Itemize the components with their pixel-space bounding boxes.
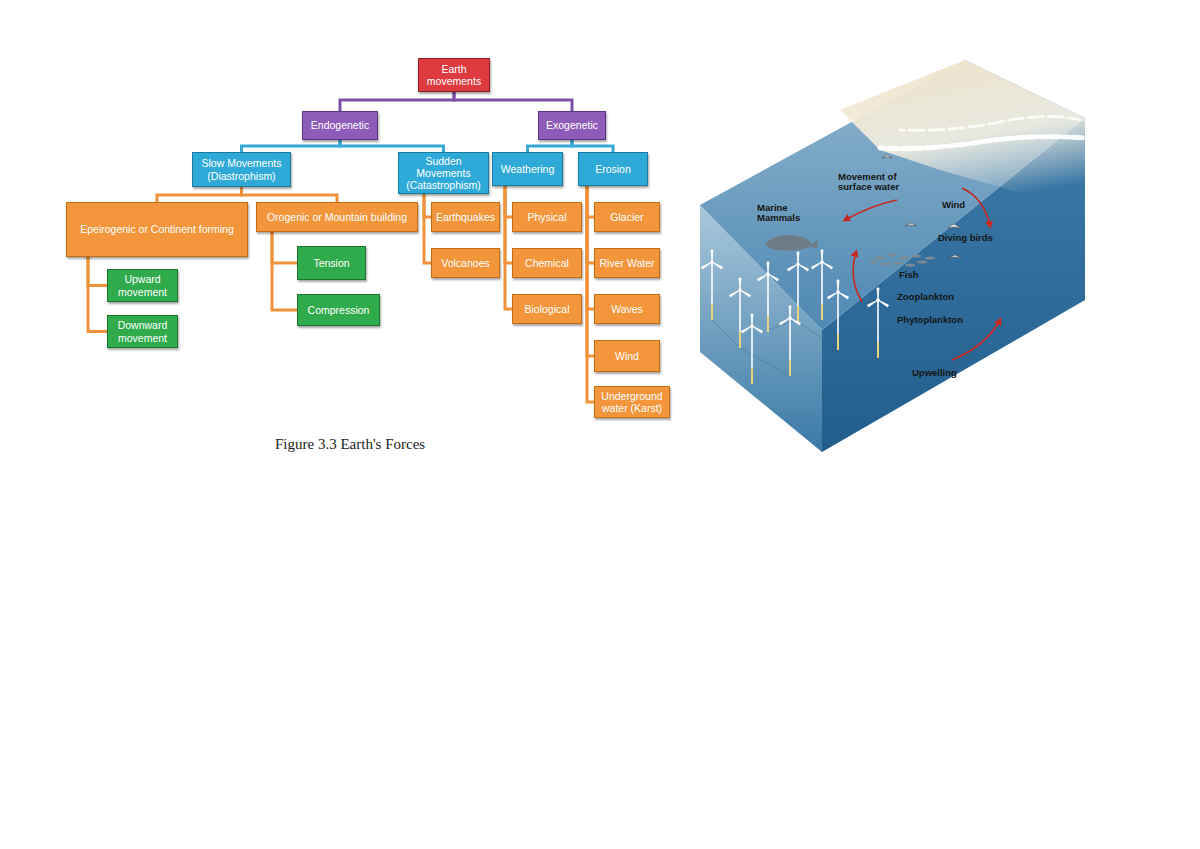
root-box: Earth movements bbox=[418, 58, 490, 92]
box-text-group: Wind bbox=[615, 350, 639, 362]
box-text-group: Exogenetic bbox=[546, 119, 598, 131]
box-label: River Water bbox=[599, 257, 654, 269]
process-box: Compression bbox=[297, 294, 380, 326]
box-text-group: Epeirogenic or Continent forming bbox=[80, 223, 234, 235]
tree-connector bbox=[572, 140, 613, 152]
box-text-group: Underground water (Karst) bbox=[599, 390, 665, 414]
process-box: Downward movement bbox=[107, 315, 178, 348]
process-box: Wind bbox=[594, 340, 660, 372]
box-label: Epeirogenic or Continent forming bbox=[80, 223, 234, 235]
box-text-group: Upward movement bbox=[112, 273, 173, 297]
process-box: Chemical bbox=[512, 248, 582, 278]
process-box: Earthquakes bbox=[431, 202, 500, 232]
box-label: Downward movement bbox=[112, 319, 173, 343]
subcategory-box: Weathering bbox=[492, 152, 563, 186]
box-text-group: Biological bbox=[525, 303, 570, 315]
box-label: Exogenetic bbox=[546, 119, 598, 131]
box-label: Slow Movements (Diastrophism) bbox=[197, 157, 286, 181]
box-text-group: Chemical bbox=[525, 257, 569, 269]
box-label: Endogenetic bbox=[311, 119, 369, 131]
box-label: Sudden Movements (Catastrophism) bbox=[403, 155, 484, 191]
tree-connector bbox=[340, 92, 454, 111]
subcategory-box: Erosion bbox=[578, 152, 648, 186]
tree-connector bbox=[242, 140, 341, 152]
process-box: Epeirogenic or Continent forming bbox=[66, 202, 248, 257]
illustration-label: Upwelling bbox=[912, 368, 972, 378]
box-text-group: Compression bbox=[308, 304, 370, 316]
process-box: Biological bbox=[512, 294, 582, 324]
illustration-label: Fish bbox=[899, 270, 939, 280]
box-text-group: Sudden Movements (Catastrophism) bbox=[403, 155, 484, 191]
box-text-group: Downward movement bbox=[112, 319, 173, 343]
process-box: Waves bbox=[594, 294, 660, 324]
tree-connector bbox=[242, 187, 338, 202]
box-label: Biological bbox=[525, 303, 570, 315]
box-label: Waves bbox=[611, 303, 643, 315]
box-label: Earth movements bbox=[423, 63, 485, 87]
box-text-group: Tension bbox=[313, 257, 349, 269]
box-label: Upward movement bbox=[112, 273, 173, 297]
box-label: Physical bbox=[527, 211, 566, 223]
box-text-group: River Water bbox=[599, 257, 654, 269]
tree-connector bbox=[272, 232, 297, 263]
category-box: Endogenetic bbox=[302, 111, 378, 140]
box-text-group: Earthquakes bbox=[436, 211, 495, 223]
process-box: Underground water (Karst) bbox=[594, 386, 670, 418]
tree-connector bbox=[454, 92, 572, 111]
tree-connector bbox=[157, 187, 242, 202]
box-label: Chemical bbox=[525, 257, 569, 269]
box-label: Tension bbox=[313, 257, 349, 269]
illustration-label: Diving birds bbox=[938, 233, 1008, 243]
box-label: Orogenic or Mountain building bbox=[267, 211, 407, 223]
box-text-group: Volcanoes bbox=[441, 257, 489, 269]
illustration-label: Marine Mammals bbox=[757, 203, 809, 224]
process-box: Orogenic or Mountain building bbox=[256, 202, 418, 232]
box-text-group: Slow Movements (Diastrophism) bbox=[197, 157, 286, 181]
box-text-group: Endogenetic bbox=[311, 119, 369, 131]
box-label: Underground water (Karst) bbox=[599, 390, 665, 414]
tree-connector bbox=[505, 186, 512, 309]
tree-connector bbox=[340, 140, 444, 152]
tree-connector bbox=[272, 232, 297, 310]
box-text-group: Orogenic or Mountain building bbox=[267, 211, 407, 223]
box-text-group: Earth movements bbox=[423, 63, 485, 87]
box-text-group: Waves bbox=[611, 303, 643, 315]
box-text-group: Erosion bbox=[595, 163, 631, 175]
process-box: Upward movement bbox=[107, 269, 178, 302]
box-label: Wind bbox=[615, 350, 639, 362]
box-label: Weathering bbox=[501, 163, 555, 175]
box-label: Compression bbox=[308, 304, 370, 316]
tree-connector bbox=[88, 257, 107, 332]
tree-connector bbox=[88, 257, 107, 286]
subcategory-box: Sudden Movements (Catastrophism) bbox=[398, 152, 489, 194]
illustration-label: Movement of surface water bbox=[838, 172, 910, 193]
process-box: Physical bbox=[512, 202, 582, 232]
box-text-group: Glacier bbox=[610, 211, 643, 223]
box-text-group: Weathering bbox=[501, 163, 555, 175]
subcategory-box: Slow Movements (Diastrophism) bbox=[192, 152, 291, 187]
process-box: Glacier bbox=[594, 202, 660, 232]
illustration-label: Phytoplankton bbox=[897, 315, 977, 325]
tree-connector bbox=[587, 186, 594, 402]
box-label: Glacier bbox=[610, 211, 643, 223]
tree-connector bbox=[528, 140, 573, 152]
tree-connector bbox=[424, 194, 431, 263]
process-box: Tension bbox=[297, 246, 366, 280]
illustration-label: Zooplankton bbox=[897, 292, 967, 302]
process-box: River Water bbox=[594, 248, 660, 278]
process-box: Volcanoes bbox=[431, 248, 500, 278]
box-label: Erosion bbox=[595, 163, 631, 175]
box-label: Earthquakes bbox=[436, 211, 495, 223]
box-label: Volcanoes bbox=[441, 257, 489, 269]
category-box: Exogenetic bbox=[538, 111, 606, 140]
illustration-label: Wind bbox=[942, 200, 982, 210]
box-text-group: Physical bbox=[527, 211, 566, 223]
figure-caption: Figure 3.3 Earth's Forces bbox=[275, 436, 425, 453]
